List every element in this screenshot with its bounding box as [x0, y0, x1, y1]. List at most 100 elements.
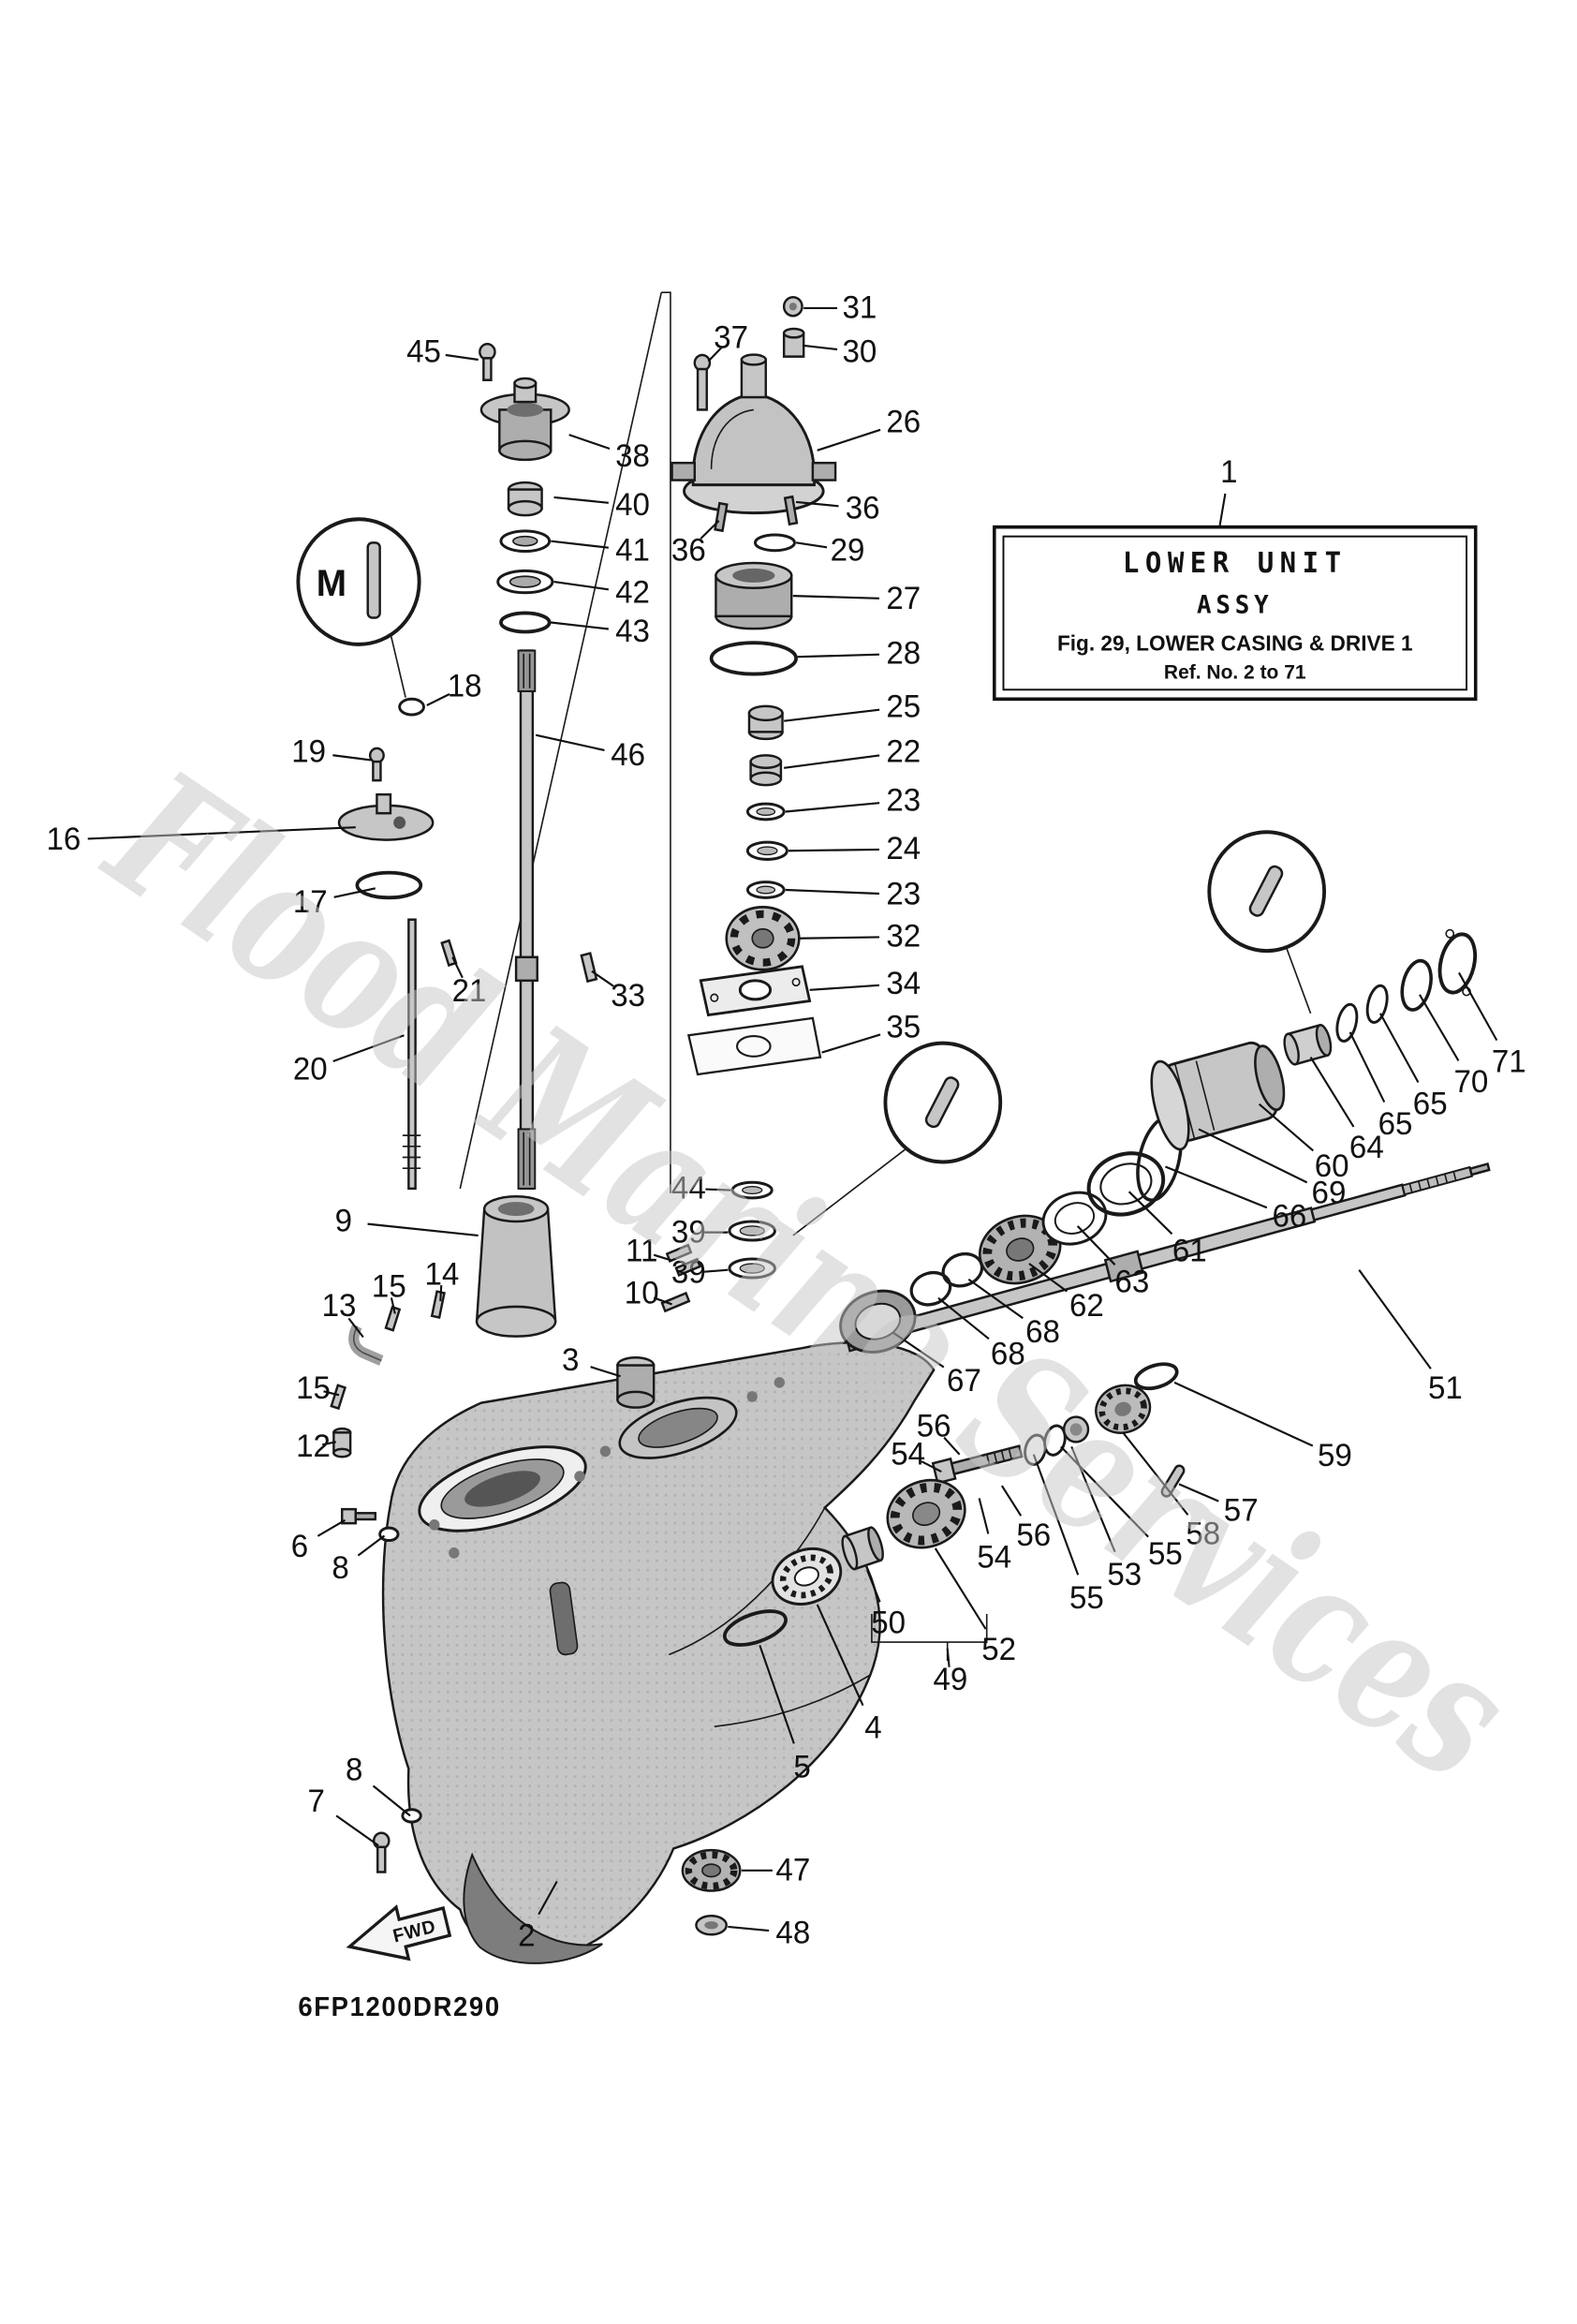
leader-line-54 [978, 1498, 990, 1534]
part-callout-12: 12 [296, 1429, 331, 1465]
part-callout-28: 28 [886, 636, 921, 672]
part-callout-63: 63 [1114, 1265, 1149, 1300]
leader-line-71 [1458, 971, 1498, 1042]
leader-line-37 [707, 346, 723, 363]
leader-line-33 [591, 970, 614, 987]
leader-line-2 [538, 1880, 558, 1916]
leader-line-50 [866, 1569, 881, 1603]
leader-line-48 [728, 1925, 770, 1932]
part-pinion-gear [1095, 1384, 1152, 1434]
leader-line-55 [1060, 1445, 1149, 1538]
leader-line-4 [816, 1604, 864, 1707]
part-callout-11: 11 [626, 1234, 657, 1269]
part-callout-69: 69 [1312, 1176, 1347, 1211]
leader-line-36 [700, 520, 720, 540]
leader-line-18 [426, 692, 450, 706]
part-callout-56: 56 [917, 1409, 951, 1444]
leader-line-65 [1349, 1031, 1386, 1103]
leader-line-1 [1218, 493, 1227, 526]
part-callout-4: 4 [864, 1710, 881, 1746]
part-callout-61: 61 [1172, 1234, 1207, 1269]
part-callout-13: 13 [322, 1288, 357, 1324]
part-callout-26: 26 [886, 405, 921, 440]
leader-line-68 [937, 1296, 990, 1340]
leader-line-61 [1127, 1191, 1173, 1236]
part-callout-45: 45 [406, 334, 441, 370]
part-callout-35: 35 [886, 1010, 921, 1045]
leader-line-70 [1419, 994, 1460, 1062]
part-callout-56: 56 [1016, 1518, 1051, 1554]
part-water-pump-group [671, 295, 837, 553]
part-callout-55: 55 [1148, 1537, 1183, 1573]
part-pinion-gear-bottom [681, 1848, 742, 1936]
title-box: LOWER UNIT ASSY Fig. 29, LOWER CASING & … [993, 525, 1478, 702]
leader-line-43 [551, 621, 609, 630]
part-driveshaft-sleeve-group [475, 1180, 776, 1409]
part-oil-seal-housing-group [479, 343, 570, 634]
part-callout-65: 65 [1378, 1107, 1413, 1143]
leader-line-46 [535, 733, 605, 751]
leader-line-22 [784, 754, 880, 769]
part-callout-10: 10 [625, 1276, 659, 1311]
leader-line-55 [1032, 1454, 1080, 1576]
leader-line-27 [792, 595, 879, 600]
part-callout-53: 53 [1107, 1557, 1142, 1592]
part-callout-15: 15 [296, 1371, 331, 1407]
detail-pin [1248, 865, 1284, 917]
leader-line-65 [1378, 1013, 1420, 1084]
leader-line-40 [553, 496, 609, 504]
part-callout-60: 60 [1315, 1149, 1349, 1185]
part-callout-32: 32 [886, 919, 921, 955]
part-callout-39: 39 [671, 1215, 706, 1251]
leader-line-54 [921, 1460, 942, 1473]
part-callout-31: 31 [843, 290, 877, 326]
part-bearing [771, 1547, 843, 1606]
part-callout-39: 39 [671, 1255, 706, 1291]
leader-line-39 [704, 1268, 729, 1273]
leader-line-59 [1173, 1381, 1314, 1447]
leader-line-8 [357, 1534, 386, 1557]
leader-line-36 [795, 500, 839, 508]
leader-line-56 [943, 1436, 961, 1456]
title-line-3: Fig. 29, LOWER CASING & DRIVE 1 [1057, 630, 1413, 655]
part-callout-3: 3 [562, 1343, 579, 1379]
leader-line-60 [1258, 1103, 1314, 1152]
part-callout-49: 49 [933, 1662, 967, 1697]
part-lower-casing [381, 1341, 936, 1964]
leader-line-20 [332, 1034, 405, 1063]
title-line-2: ASSY [1197, 591, 1274, 619]
part-callout-43: 43 [615, 614, 650, 650]
leader-line-41 [551, 540, 609, 549]
part-callout-2: 2 [518, 1918, 535, 1954]
part-callout-68: 68 [1025, 1315, 1060, 1351]
leader-line-13 [347, 1317, 364, 1339]
leader-line-26 [817, 428, 881, 451]
title-line-1: LOWER UNIT [1123, 547, 1348, 580]
part-callout-51: 51 [1428, 1371, 1463, 1407]
leader-line-57 [1178, 1483, 1219, 1502]
part-callout-19: 19 [291, 734, 326, 770]
part-callout-36: 36 [671, 533, 706, 569]
part-callout-14: 14 [424, 1257, 459, 1293]
leader-line-8 [372, 1784, 411, 1817]
leader-line-5 [759, 1645, 795, 1744]
part-bearing-carrier-cluster [1136, 928, 1478, 1203]
detail-pin [924, 1076, 960, 1129]
part-callout-44: 44 [671, 1171, 706, 1206]
detail-circle-pin-right [1207, 830, 1327, 1014]
part-left-fittings [330, 1290, 446, 1873]
leader-line-32 [799, 936, 879, 940]
part-callout-47: 47 [775, 1853, 810, 1888]
part-callout-71: 71 [1492, 1044, 1526, 1080]
leader-line-15 [323, 1390, 340, 1397]
part-callout-30: 30 [843, 334, 877, 370]
part-bearing-carrier [1150, 1041, 1286, 1151]
part-callout-22: 22 [886, 734, 921, 770]
detail-circle-pin-left [792, 1041, 1003, 1236]
leader-line-11 [653, 1253, 672, 1262]
part-callout-23: 23 [886, 877, 921, 912]
part-callout-52: 52 [981, 1633, 1016, 1668]
leader-line-12 [322, 1441, 336, 1446]
part-callout-66: 66 [1273, 1199, 1307, 1235]
